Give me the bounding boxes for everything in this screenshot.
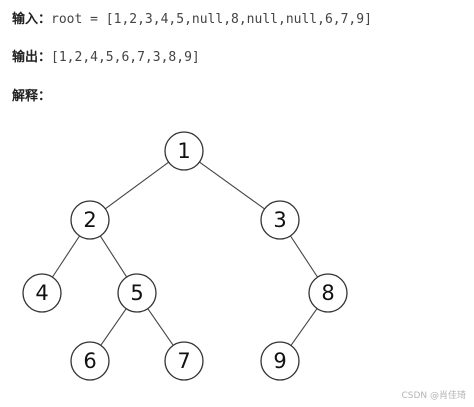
tree-node-8: 8: [308, 273, 348, 313]
tree-node-7: 7: [164, 341, 204, 381]
tree-node-6: 6: [70, 341, 110, 381]
tree-node-2: 2: [70, 200, 110, 240]
tree-node-4: 4: [22, 273, 62, 313]
tree-node-label: 4: [35, 281, 48, 305]
input-label: 输入：: [12, 12, 52, 27]
tree-node-circle: [164, 131, 204, 171]
tree-edge-n8-n9: [290, 308, 318, 346]
explanation-label: 解释：: [12, 89, 52, 104]
tree-node-circle: [164, 341, 204, 381]
tree-node-9: 9: [260, 341, 300, 381]
tree-node-circle: [260, 200, 300, 240]
tree-node-label: 1: [177, 139, 190, 163]
tree-node-circle: [308, 273, 348, 313]
tree-edge-n3-n8: [289, 235, 319, 278]
tree-node-label: 3: [273, 208, 286, 232]
tree-node-circle: [70, 341, 110, 381]
input-line: 输入：root = [1,2,3,4,5,null,8,null,null,6,…: [12, 8, 372, 27]
tree-node-label: 8: [321, 281, 334, 305]
tree-node-5: 5: [117, 273, 157, 313]
tree-node-label: 2: [83, 208, 96, 232]
tree-edge-n1-n3: [199, 161, 265, 210]
tree-node-circle: [22, 273, 62, 313]
tree-edge-n5-n6: [100, 308, 127, 346]
watermark: CSDN @肖佳琦: [401, 391, 466, 401]
output-value: [1,2,4,5,6,7,3,8,9]: [51, 50, 200, 65]
output-label: 输出：: [12, 50, 52, 65]
tree-node-circle: [260, 341, 300, 381]
tree-node-circle: [117, 273, 157, 313]
tree-node-label: 5: [130, 281, 143, 305]
tree-node-circle: [70, 200, 110, 240]
tree-node-label: 9: [273, 349, 286, 373]
tree-edge-n5-n7: [147, 308, 174, 346]
tree-node-label: 6: [83, 349, 96, 373]
tree-edge-n1-n2: [104, 161, 170, 210]
tree-node-label: 7: [177, 349, 190, 373]
tree-edge-n2-n4: [51, 235, 81, 278]
explanation-line: 解释：: [12, 85, 51, 104]
output-line: 输出：[1,2,4,5,6,7,3,8,9]: [12, 46, 200, 65]
input-value: root = [1,2,3,4,5,null,8,null,null,6,7,9…: [51, 12, 372, 27]
tree-nodes: 1 2 3 4 5 8 6 7 9: [22, 131, 348, 381]
tree-node-3: 3: [260, 200, 300, 240]
tree-node-1: 1: [164, 131, 204, 171]
tree-edges: [51, 161, 319, 346]
tree-edge-n2-n5: [99, 235, 128, 278]
